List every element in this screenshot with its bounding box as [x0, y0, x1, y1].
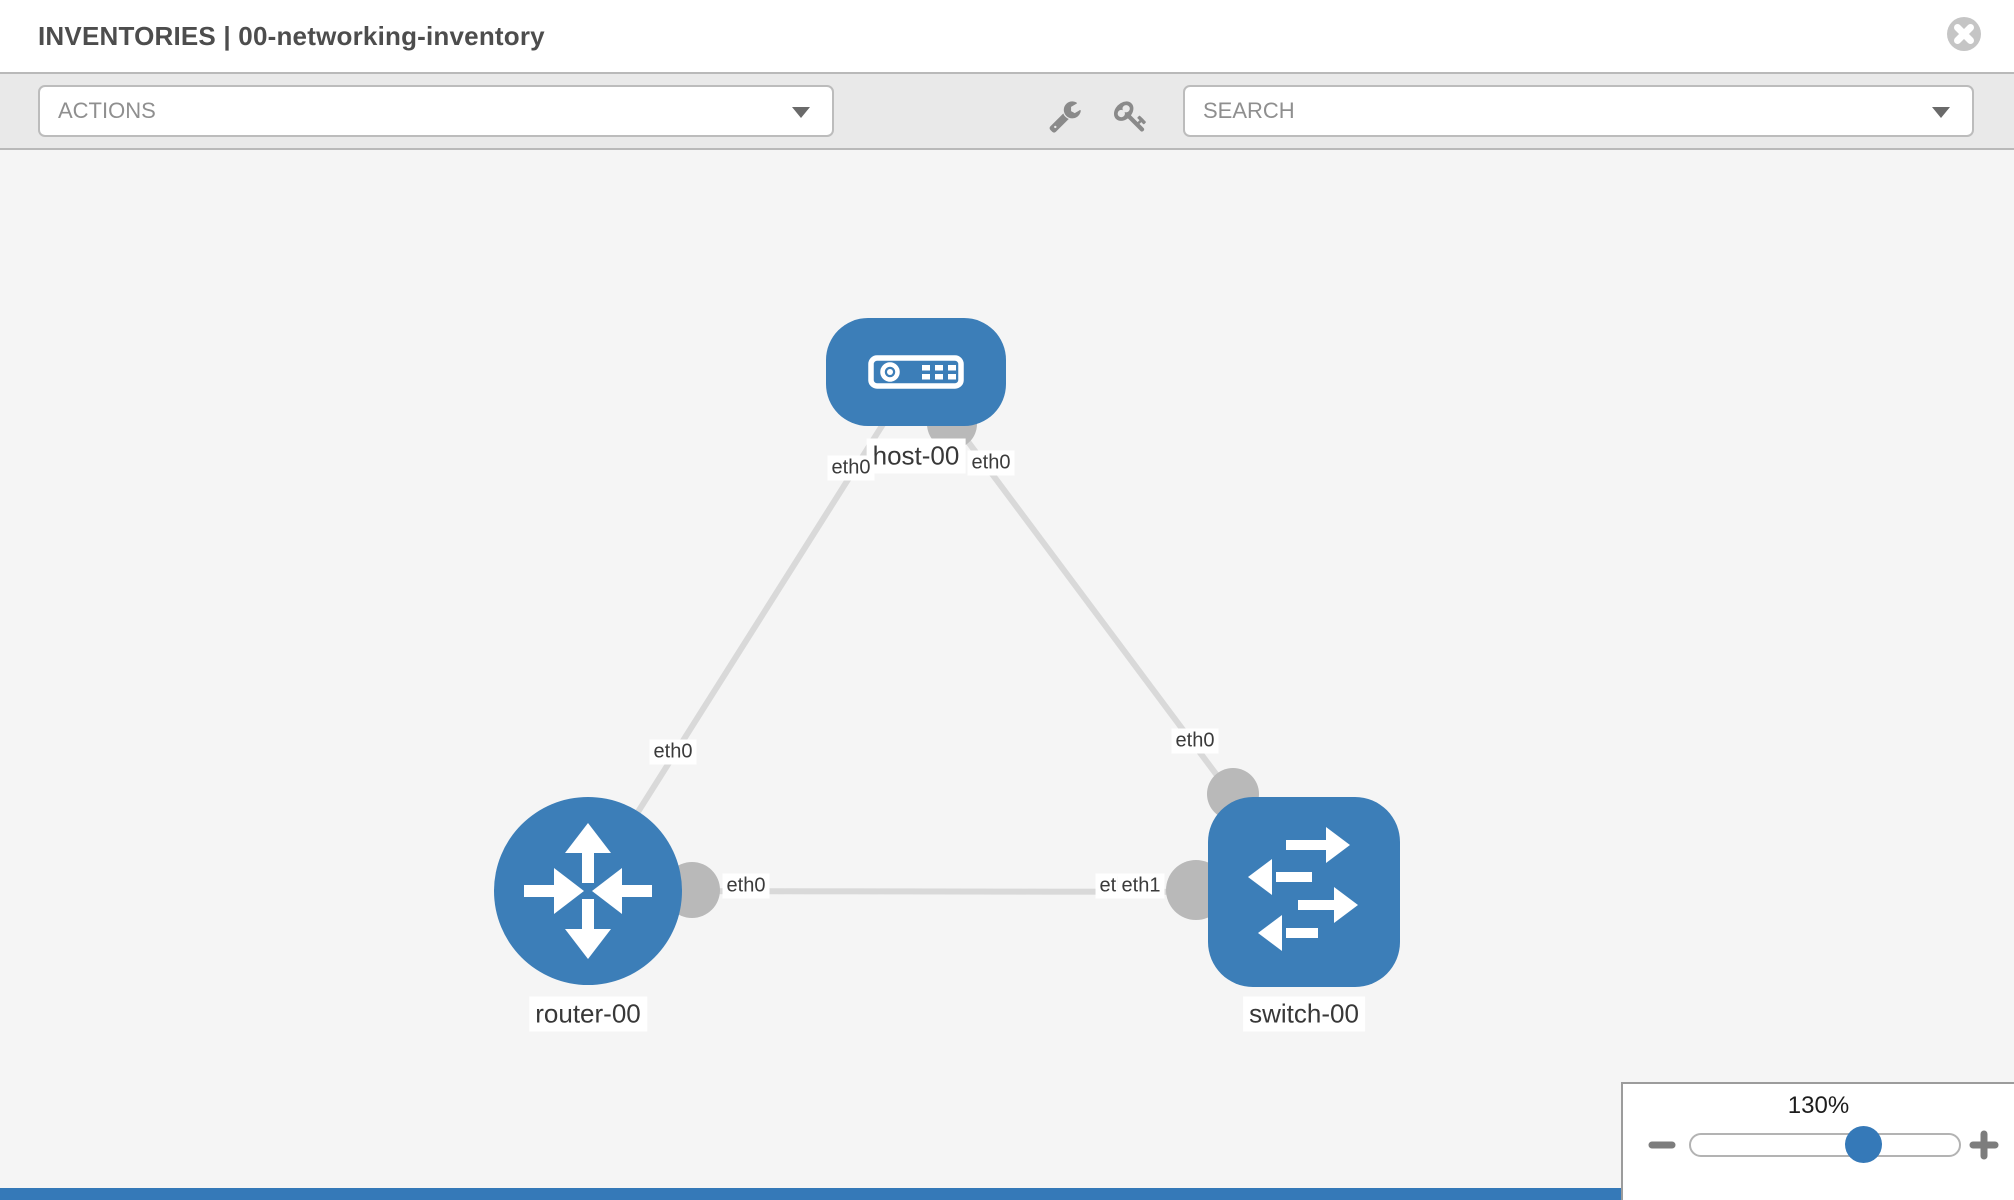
host-device-icon: [868, 355, 964, 389]
interface-label-eth0: eth0: [967, 450, 1015, 476]
search-dropdown[interactable]: SEARCH: [1183, 85, 1974, 137]
zoom-level-value: 130%: [1787, 1092, 1850, 1119]
zoom-slider-knob[interactable]: [1845, 1126, 1882, 1163]
actions-dropdown-label: ACTIONS: [58, 98, 156, 123]
node-label-switch: switch-00: [1243, 996, 1365, 1032]
actions-dropdown[interactable]: ACTIONS: [38, 85, 834, 137]
node-host-00[interactable]: [826, 318, 1006, 426]
node-router-00[interactable]: [494, 797, 682, 985]
interface-label-eth0: eth0: [649, 739, 697, 765]
zoom-slider-track[interactable]: [1689, 1133, 1961, 1157]
page-title: INVENTORIES | 00-networking-inventory: [38, 21, 545, 51]
interface-label-eth0: eth0: [827, 455, 875, 481]
wrench-icon[interactable]: [1048, 99, 1082, 133]
node-label-host: host-00: [866, 438, 966, 474]
interface-label-eth0: eth0: [722, 873, 770, 899]
key-icon[interactable]: [1114, 99, 1148, 133]
toolbar: ACTIONS SEARCH: [0, 72, 2014, 150]
search-placeholder: SEARCH: [1203, 98, 1295, 123]
chevron-down-icon: [792, 107, 810, 118]
interface-label-eth1: eth1: [1117, 873, 1165, 899]
zoom-out-button[interactable]: [1645, 1128, 1679, 1162]
zoom-control-panel: 130%: [1621, 1082, 2014, 1200]
node-label-router: router-00: [529, 996, 647, 1032]
node-switch-00[interactable]: [1208, 797, 1400, 987]
router-device-icon: [524, 823, 652, 959]
close-icon[interactable]: [1946, 16, 1982, 52]
zoom-in-button[interactable]: [1967, 1128, 2001, 1162]
chevron-down-icon: [1932, 107, 1950, 118]
switch-device-icon: [1248, 827, 1358, 951]
interface-label-eth0: eth0: [1171, 728, 1219, 754]
bottom-accent-bar: [0, 1188, 1621, 1200]
header: INVENTORIES | 00-networking-inventory: [0, 0, 2014, 72]
